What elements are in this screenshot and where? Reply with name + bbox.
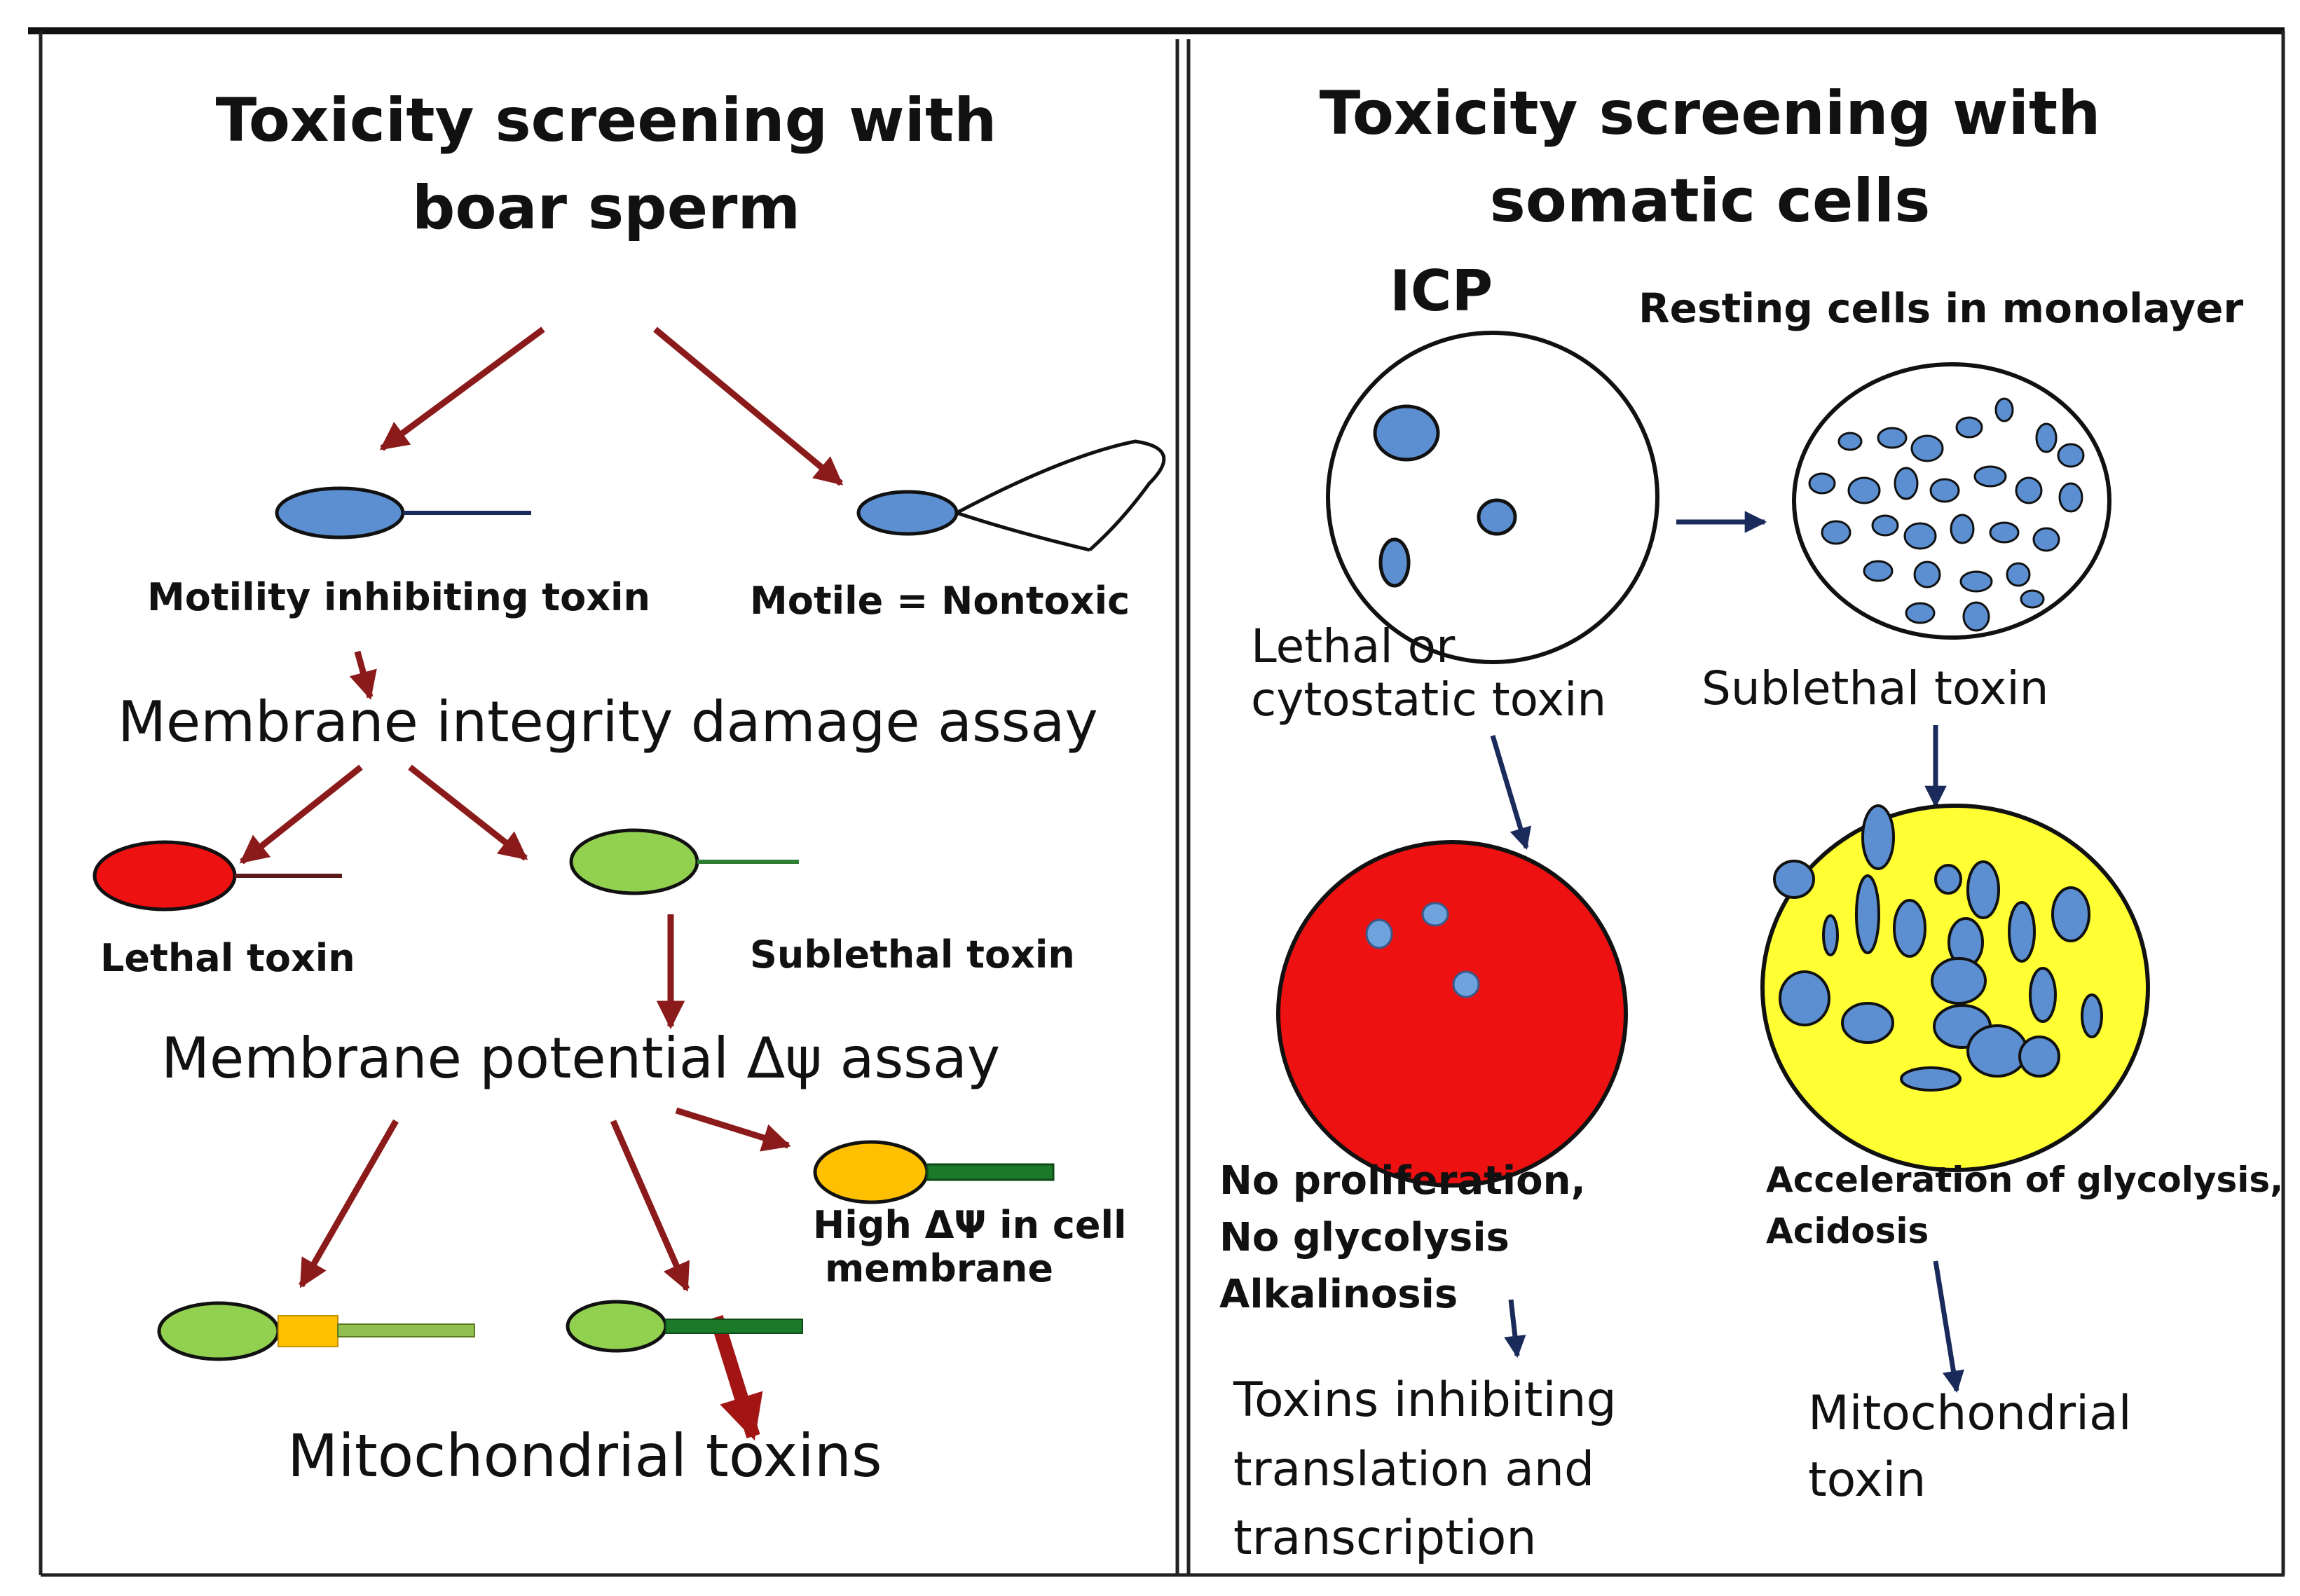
label-sublethal-toxin-left: Sublethal toxin [750,933,1075,977]
label-lethal-toxin: Lethal toxin [100,936,355,980]
label-accel-line1: Acceleration of glycolysis, [1766,1160,2284,1200]
right-arrows [1490,511,1965,1394]
icp-cell [1326,331,1659,664]
arrow-to-sperm-bottom-left [299,1119,399,1288]
arrow-to-motile [653,326,844,486]
sperm-bottom-mid [566,1300,803,1353]
sperm-sublethal [569,828,799,895]
label-high-potential-line2: membrane [825,1246,1053,1291]
label-high-potential: High ΔΨ in cell membrane [813,1203,1127,1291]
lethal-red-cell [1276,840,1628,1188]
right-title-line1: Toxicity screening with [1319,78,2101,149]
right-title-line2: somatic cells [1489,165,1931,236]
arrow-to-sublethal [408,764,528,861]
label-toxins-inhib-line1: Toxins inhibiting [1233,1373,1617,1428]
arrow-to-high-potential [675,1107,791,1152]
label-motile-nontoxic: Motile = Nontoxic [750,579,1130,623]
label-membrane-integrity-assay: Membrane integrity damage assay [118,689,1098,755]
sublethal-yellow-cell [1760,804,2150,1172]
label-mitochondrial-toxin: Mitochondrial toxin [1808,1380,2132,1513]
label-accel-line2: Acidosis [1766,1210,1929,1251]
sperm-bottom-left [157,1301,475,1361]
label-no-proliferation: No proliferation, No glycolysis Alkalino… [1219,1153,1586,1323]
label-toxins-inhib-line3: transcription [1233,1511,1537,1567]
label-acceleration: Acceleration of glycolysis, Acidosis [1766,1155,2283,1256]
sperm-lethal [93,840,342,911]
label-high-potential-line1: High ΔΨ in cell [813,1203,1127,1247]
sperm-high-potential [813,1140,1055,1204]
arrow-to-mito-toxin [1933,1260,1965,1394]
label-mitochondrial-toxins: Mitochondrial toxins [287,1422,882,1490]
left-panel-title: Toxicity screening with boar sperm [215,85,997,243]
label-no-prolif-line1: No proliferation, [1219,1158,1586,1204]
label-toxins-inhibiting: Toxins inhibiting translation and transc… [1233,1366,1617,1574]
arrow-to-red-cell [1490,734,1531,851]
label-sublethal-toxin-right: Sublethal toxin [1702,661,2049,715]
label-membrane-potential-assay: Membrane potential Δψ assay [161,1026,1001,1091]
arrow-to-mitochondrial [709,1315,763,1441]
label-motility-inhibiting: Motility inhibiting toxin [147,575,650,619]
label-icp: ICP [1390,259,1493,324]
arrow-to-motility-inhibiting [379,326,545,451]
sperm-motile [856,439,1166,552]
arrow-to-lethal [239,764,363,865]
sperm-motility-inhibited [275,486,531,539]
left-arrows [239,326,844,1441]
frame [28,27,2285,1577]
label-no-prolif-line2: No glycolysis [1219,1215,1510,1261]
arrow-to-sperm-bottom-mid [610,1120,690,1292]
label-toxins-inhib-line2: translation and [1233,1441,1595,1497]
label-mito-line1: Mitochondrial [1808,1386,2132,1441]
label-mito-line2: toxin [1808,1452,1926,1508]
arrow-to-integrity-assay [349,650,377,700]
label-lethal-cytostatic: Lethal or cytostatic toxin [1251,620,1606,727]
monolayer-cell [1792,362,2111,640]
arrow-to-toxins-inhibiting [1504,1299,1526,1358]
label-lethal-line2: cytostatic toxin [1251,672,1607,727]
right-panel-title: Toxicity screening with somatic cells [1296,70,2123,245]
label-no-prolif-line3: Alkalinosis [1219,1272,1458,1318]
label-resting-cells: Resting cells in monolayer [1638,284,2244,332]
label-lethal-line1: Lethal or [1251,619,1456,673]
